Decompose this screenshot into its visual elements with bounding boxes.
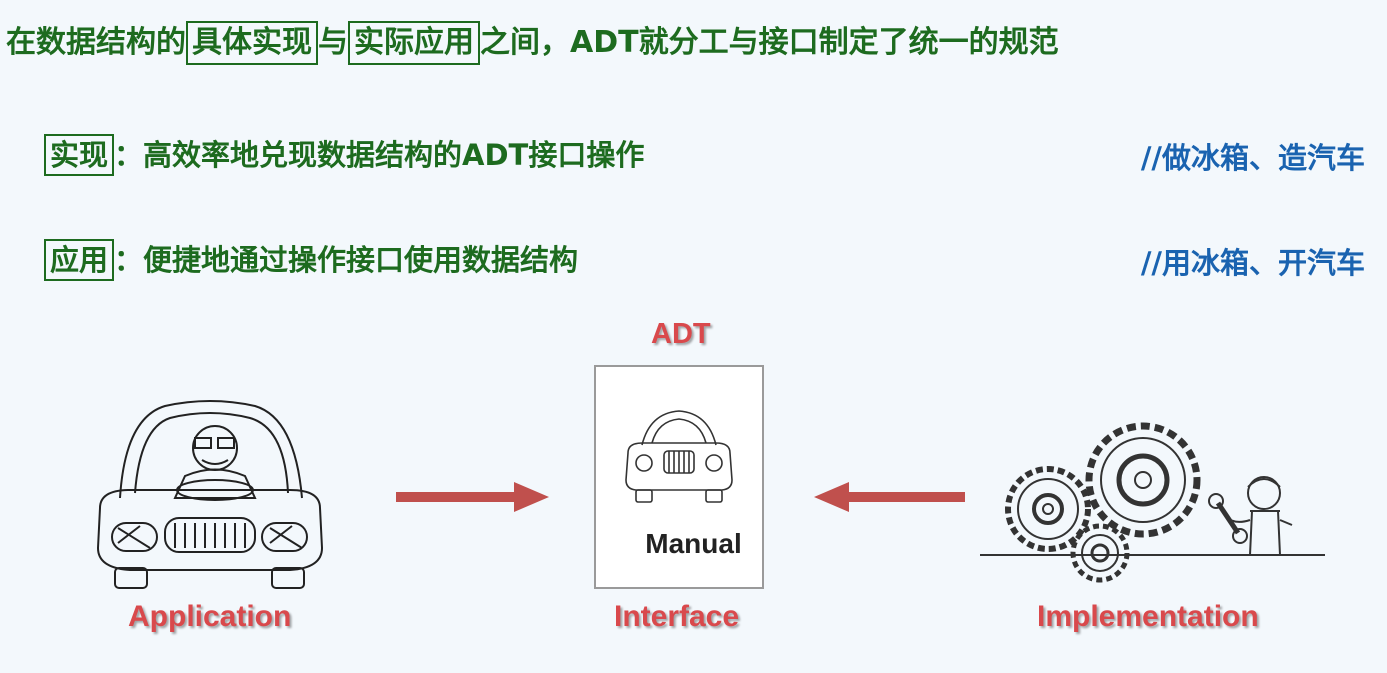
application-comment: //用冰箱、开汽车 [1140,246,1365,280]
manual-text: Manual [645,528,742,559]
arrow-right-icon [396,482,549,512]
implementation-tag: 实现 [44,134,115,176]
headline-boxed-application: 实际应用 [348,21,480,65]
headline: 在数据结构的具体实现与实际应用之间，ADT就分工与接口制定了统一的规范 [6,20,1059,66]
headline-mid: 与 [318,25,348,60]
implementation-description: ：高效率地兑现数据结构的ADT接口操作 [114,138,645,172]
application-label: Application [128,600,292,633]
implementation-row: 实现：高效率地兑现数据结构的ADT接口操作 [44,132,644,176]
interface-label: Interface [614,600,740,633]
implementation-label: Implementation [1037,600,1259,633]
application-row: 应用：便捷地通过操作接口使用数据结构 [44,237,578,281]
arrow-left-icon [814,482,965,512]
implementation-comment: //做冰箱、造汽车 [1140,141,1365,175]
headline-suffix: 之间，ADT就分工与接口制定了统一的规范 [480,25,1059,60]
car-sketch-icon [625,410,733,503]
headline-prefix: 在数据结构的 [6,25,186,60]
application-tag: 应用 [44,239,115,281]
driver-car-illustration [96,400,324,589]
application-description: ：便捷地通过操作接口使用数据结构 [114,243,579,277]
gears-worker-illustration [980,422,1325,583]
manual-box [594,365,764,589]
headline-boxed-implementation: 具体实现 [186,21,318,65]
adt-label: ADT [651,318,711,350]
